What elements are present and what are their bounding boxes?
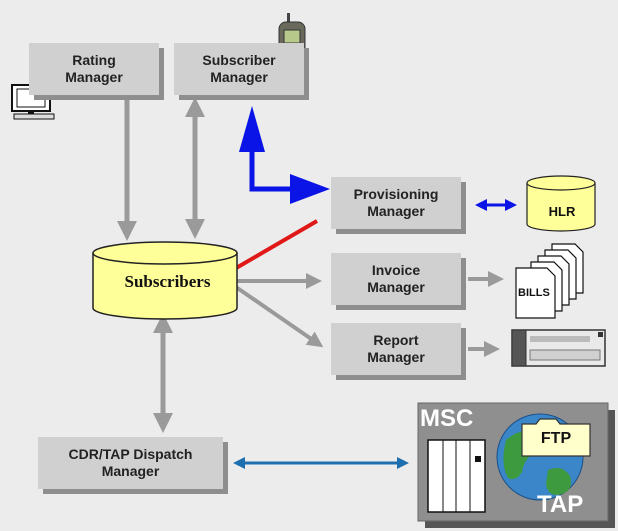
- cdr-tap-dispatch-manager-node: CDR/TAP Dispatch Manager: [38, 437, 223, 489]
- network-rack-icon: [427, 439, 486, 513]
- db-provisioning-red-line: [229, 219, 319, 273]
- subscriber-manager-node: Subscriber Manager: [174, 43, 304, 95]
- subscribers-database: [92, 241, 238, 320]
- printer-icon: [511, 329, 606, 367]
- db-to-report-arrow: [231, 283, 324, 348]
- hlr-label: HLR: [548, 204, 576, 219]
- bills-label: BILLS: [518, 287, 550, 299]
- bills-stack-icon: [515, 243, 584, 319]
- tap-label: TAP: [537, 491, 584, 518]
- provisioning-manager-node: Provisioning Manager: [331, 177, 461, 229]
- invoice-manager-node: Invoice Manager: [331, 253, 461, 305]
- msc-label: MSC: [420, 405, 474, 432]
- report-manager-node: Report Manager: [331, 323, 461, 375]
- hlr-database: [526, 175, 596, 232]
- folder-icon: [521, 418, 591, 457]
- rating-manager-node: Rating Manager: [29, 43, 159, 95]
- ftp-label: FTP: [540, 430, 572, 447]
- subscribers-db-label: Subscribers: [124, 272, 211, 291]
- subscriber-provisioning-blue-arrow: [239, 106, 330, 204]
